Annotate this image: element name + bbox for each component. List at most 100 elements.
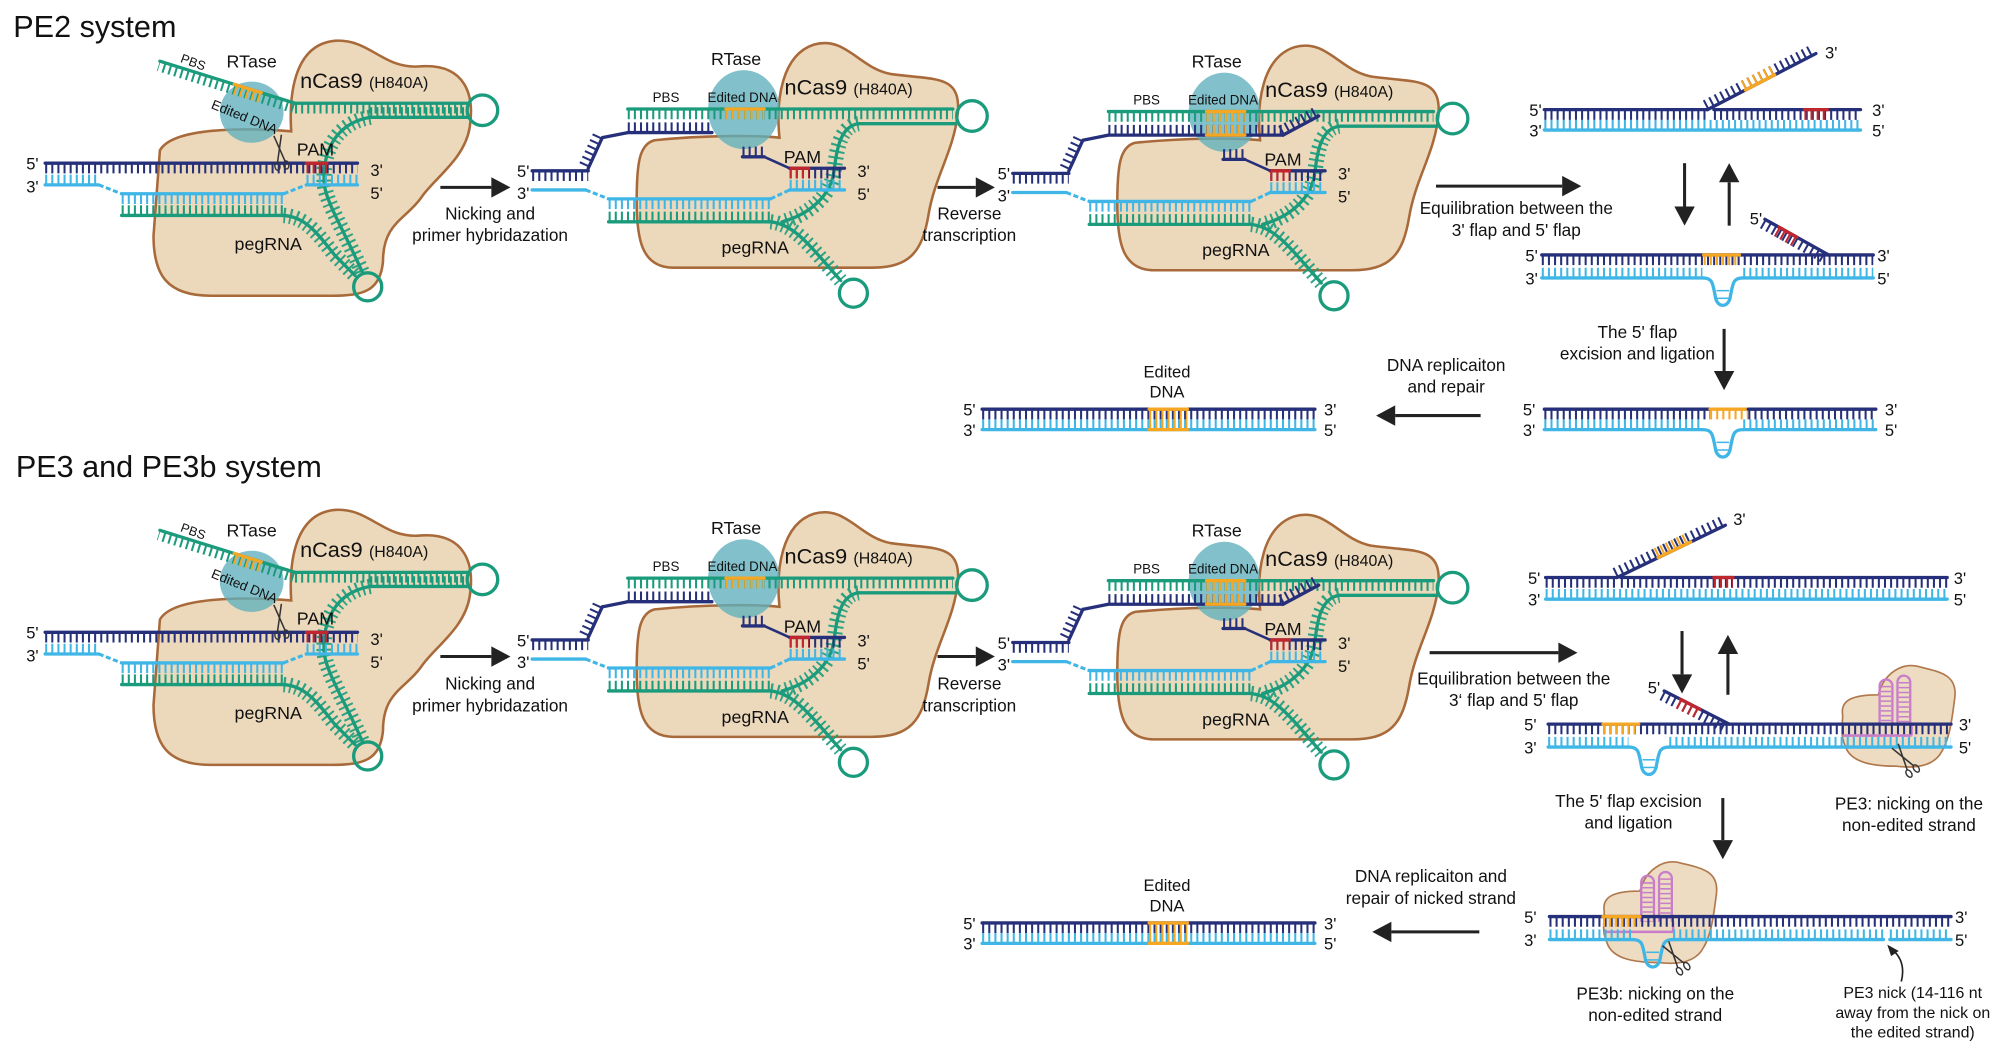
five-prime-label: 5' — [517, 162, 529, 181]
nicking-step-label: Nicking and — [445, 203, 535, 223]
pegrna-extension-bases — [156, 531, 295, 583]
flap-pam-segment — [1678, 697, 1702, 711]
arrow-head — [491, 646, 511, 667]
five-prime-label: 5' — [857, 185, 869, 204]
ncas9-mutation-label: (H840A) — [369, 544, 428, 561]
five-prime-label: 5' — [517, 631, 529, 650]
pegrna-loop — [465, 562, 500, 597]
pe3-nick-note: PE3 nick (14-116 nt — [1843, 985, 1982, 1002]
strand-end-label: 3' — [1885, 401, 1897, 420]
scissors-blade — [273, 604, 286, 631]
pegrna-stem-lower — [768, 689, 843, 752]
target-strand-link — [1244, 627, 1271, 642]
equilibration-arrow — [1435, 175, 1582, 197]
replication-label: DNA replicaiton — [1387, 355, 1506, 375]
strand-end-label: 5' — [963, 401, 975, 420]
target-strand-flap-bases — [1278, 107, 1319, 135]
arrow-head — [1562, 175, 1582, 197]
edited-dna-label: Edited DNA — [1188, 562, 1258, 577]
complementary-strand-flap-loop — [1626, 745, 1671, 777]
pam-label: PAM — [297, 609, 334, 629]
target-strand-unpaired — [1067, 607, 1085, 642]
arrow-head — [1717, 634, 1739, 654]
rtase-protein — [219, 81, 284, 143]
pegrna-label: pegRNA — [235, 234, 302, 254]
ncas9-label: nCas9 — [300, 537, 363, 562]
pegrna-label: pegRNA — [722, 238, 789, 258]
target-strand-unpaired — [586, 605, 604, 640]
strand-end-label: 3' — [1877, 246, 1889, 265]
equilibrium-up-arrow — [1718, 163, 1740, 226]
strand-end-label: 3' — [1954, 569, 1966, 588]
complementary-strand-link — [769, 657, 791, 670]
complementary-strand-link — [1250, 191, 1271, 203]
rt-step-label: transcription — [923, 695, 1017, 715]
strand-end-label: 5' — [1529, 101, 1541, 120]
replication-label: repair of nicked strand — [1346, 888, 1516, 908]
pegrna-extension — [158, 59, 297, 105]
complementary-strand-link — [585, 188, 610, 201]
three-prime-label: 3' — [998, 186, 1010, 205]
pam-label: PAM — [297, 140, 334, 160]
ncas9-mutation-label: (H840A) — [1334, 84, 1393, 101]
target-strand-unpaired — [586, 136, 604, 170]
pegrna-label: pegRNA — [1202, 240, 1269, 260]
replication-label: and repair — [1407, 377, 1485, 397]
three-prime-label: 3' — [998, 656, 1010, 675]
scissors-blade — [1661, 945, 1685, 964]
edited-flap-segment — [1656, 540, 1693, 560]
strand-end-label: 5' — [1528, 569, 1540, 588]
ncas9-label: nCas9 — [1265, 77, 1328, 102]
pegrna-edit-template — [232, 551, 263, 564]
strand-end-label: 5' — [1885, 421, 1897, 440]
complementary-strand-link — [282, 183, 308, 196]
pegrna-stem-lower — [281, 213, 357, 278]
equilibration-label: 3' flap and 5' flap — [1452, 220, 1581, 240]
scissors-handle — [282, 629, 290, 639]
scissors-handle — [1675, 966, 1684, 976]
pe3-section-title: PE3 and PE3b system — [16, 450, 322, 484]
pegrna-loop — [954, 568, 989, 603]
complementary-strand-flap-loop — [1630, 937, 1675, 969]
strand-end-label: 5' — [1525, 246, 1537, 265]
pegrna-label: pegRNA — [722, 707, 789, 727]
pegrna-stem-lower — [1249, 222, 1323, 285]
rt-step-label: transcription — [923, 225, 1017, 245]
equilibrium-up-arrow — [1717, 634, 1739, 695]
three-prime-label: 3' — [1338, 634, 1350, 653]
rtase-label: RTase — [1192, 52, 1242, 72]
target-strand-flap-bases — [1278, 576, 1319, 604]
strand-end-label: 5' — [1324, 421, 1336, 440]
equilibration-arrow — [1429, 642, 1578, 663]
three-prime-flap-bases — [1612, 516, 1725, 577]
complementary-strand-flap-loop — [1700, 276, 1745, 307]
pegrna-loop — [837, 277, 870, 309]
five-prime-label: 5' — [26, 624, 38, 643]
equilibration-label: 3‘ flap and 5' flap — [1449, 690, 1579, 710]
pe3-nick-note: away from the nick on — [1835, 1005, 1990, 1022]
rtase-label: RTase — [711, 518, 761, 538]
target-strand — [601, 130, 629, 140]
strand-end-label: 5' — [1524, 715, 1536, 734]
five-prime-label: 5' — [370, 184, 382, 203]
three-prime-label: 3' — [1338, 165, 1350, 184]
scissors-handle — [1912, 764, 1921, 773]
scissors-handle — [274, 161, 281, 171]
edited-dna-label: Edited DNA — [1188, 93, 1258, 108]
strand-end-label: 3' — [1959, 715, 1971, 734]
complementary-strand-link — [98, 183, 123, 196]
three-prime-label: 3' — [26, 647, 38, 666]
complementary-strand-link — [282, 652, 308, 665]
complementary-strand-link — [1250, 660, 1271, 672]
pbs-label: PBS — [1133, 93, 1160, 108]
pegrna-loop — [1318, 280, 1350, 312]
strand-end-label: 3' — [1324, 914, 1336, 933]
three-prime-label: 3' — [26, 177, 38, 196]
strand-end-label: 5' — [1877, 269, 1889, 288]
five-prime-label: 5' — [1338, 657, 1350, 676]
